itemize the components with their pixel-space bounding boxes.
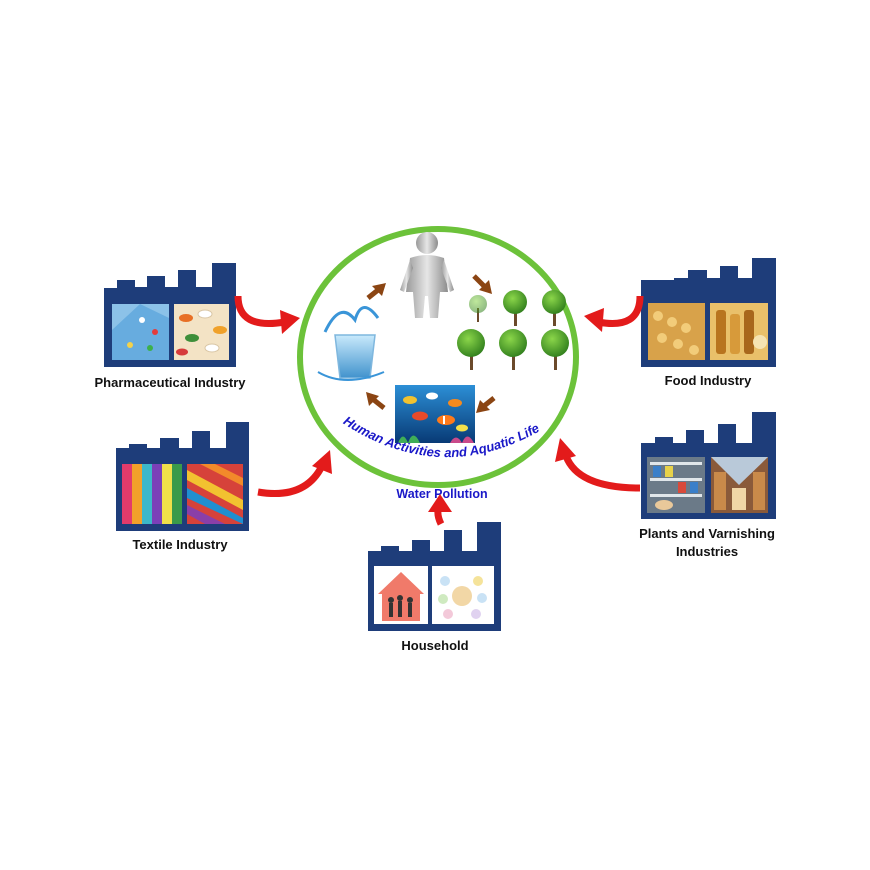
factory-textile: Textile Industry bbox=[116, 422, 249, 552]
factory-food: Food Industry bbox=[641, 258, 776, 388]
source-arrows bbox=[234, 295, 644, 526]
trees-image bbox=[457, 290, 569, 370]
cycle-arrow-aquatic-to-water bbox=[366, 392, 386, 410]
cycle-arrow-human-to-plants bbox=[472, 274, 492, 294]
factory-household: Household bbox=[368, 522, 501, 653]
household-label: Household bbox=[401, 638, 468, 653]
aquatic-life-image bbox=[395, 385, 475, 443]
arrow-household-to-center bbox=[428, 494, 452, 526]
factory-pharmaceutical: Pharmaceutical Industry bbox=[95, 263, 247, 390]
water-glass-image bbox=[317, 306, 385, 381]
human-figure-image bbox=[400, 232, 454, 318]
plants-varnishing-label-line2: Industries bbox=[676, 544, 738, 559]
textile-industry-label: Textile Industry bbox=[132, 537, 228, 552]
arrow-food-to-center bbox=[584, 295, 644, 332]
cycle-arrows bbox=[366, 274, 496, 413]
arrow-pharmaceutical-to-center bbox=[234, 295, 300, 334]
plants-varnishing-label-line1: Plants and Varnishing bbox=[639, 526, 775, 541]
cycle-arrow-plants-to-aquatic bbox=[476, 396, 496, 413]
arrow-textile-to-center bbox=[257, 450, 332, 497]
factory-plants-varnishing: Plants and Varnishing Industries bbox=[639, 412, 776, 559]
center-circle bbox=[297, 226, 579, 488]
arrow-varnishing-to-center bbox=[555, 438, 641, 492]
cycle-arrow-water-to-human bbox=[366, 283, 386, 300]
water-pollution-label: Water Pollution bbox=[396, 487, 487, 501]
food-industry-label: Food Industry bbox=[665, 373, 752, 388]
pharmaceutical-industry-label: Pharmaceutical Industry bbox=[95, 375, 247, 390]
